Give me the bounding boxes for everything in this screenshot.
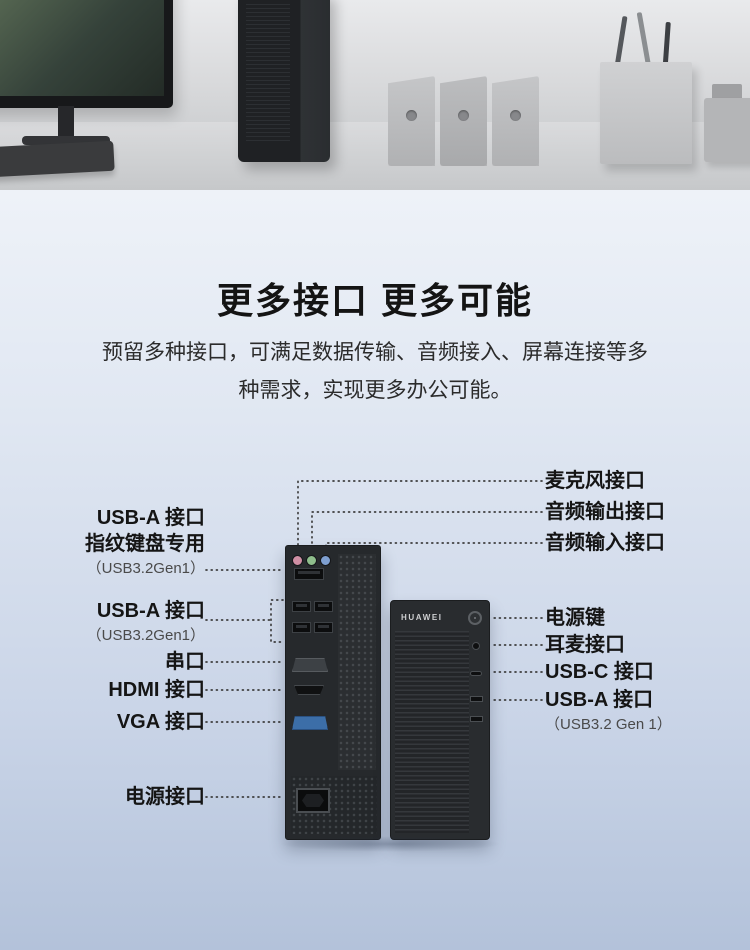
usb-tongue xyxy=(296,625,307,628)
desktop-tower-photo xyxy=(238,0,330,162)
tower-vents xyxy=(246,4,290,144)
rear-usb-port xyxy=(314,622,333,633)
usb-tongue xyxy=(318,625,329,628)
desk-accessory xyxy=(704,98,750,162)
pen-holder xyxy=(600,62,692,164)
rear-usb-port xyxy=(292,601,311,612)
front-usb-a-port xyxy=(470,716,483,722)
usb-tongue xyxy=(296,604,307,607)
usb-tongue xyxy=(298,571,320,574)
label-subline: （USB3.2 Gen 1） xyxy=(545,716,672,733)
label-subline: （USB3.2Gen1） xyxy=(86,560,205,577)
vga-port xyxy=(292,716,328,730)
hero-photo xyxy=(0,0,750,190)
rear-vent-grid xyxy=(338,554,376,770)
monitor-screen xyxy=(0,0,164,96)
label-front-usb-a: USB-A 接口 （USB3.2 Gen 1） xyxy=(545,687,672,737)
monitor xyxy=(0,0,173,108)
front-usb-a-port xyxy=(470,696,483,702)
section-description: 预留多种接口，可满足数据传输、音频接入、屏幕连接等多 种需求，实现更多办公可能。 xyxy=(75,334,675,410)
label-usb-c: USB-C 接口 xyxy=(545,661,654,683)
monitor-stand-base xyxy=(22,136,110,145)
label-line: USB-A 接口 xyxy=(545,689,654,711)
label-power-inlet: 电源接口 xyxy=(125,786,205,808)
tower-front-view: HUAWEI xyxy=(390,600,490,840)
mic-jack-icon xyxy=(292,555,303,566)
label-audio-in: 音频输入接口 xyxy=(545,532,665,554)
audio-in-jack-icon xyxy=(320,555,331,566)
description-line-1: 预留多种接口，可满足数据传输、音频接入、屏幕连接等多 xyxy=(102,341,648,364)
power-inlet xyxy=(296,788,330,813)
serial-port xyxy=(292,658,328,672)
desk-accessory xyxy=(712,84,742,100)
label-vga: VGA 接口 xyxy=(116,711,205,733)
file-binder xyxy=(388,76,435,166)
label-mic: 麦克风接口 xyxy=(545,470,645,492)
description-line-2: 种需求，实现更多办公可能。 xyxy=(238,379,512,402)
hdmi-port xyxy=(294,685,324,695)
label-fingerprint-usb: USB-A 接口 指纹键盘专用 （USB3.2Gen1） xyxy=(85,505,205,581)
tower-rear-view xyxy=(285,545,381,840)
section-title: 更多接口 更多可能 xyxy=(216,280,533,321)
rear-usb-port xyxy=(314,601,333,612)
tower-shadow xyxy=(278,836,502,852)
leader-bracket-rear-usb xyxy=(270,599,284,643)
label-hdmi: HDMI 接口 xyxy=(108,679,205,701)
label-line: USB-A 接口 xyxy=(96,600,205,622)
label-line: USB-A 接口 xyxy=(96,507,205,529)
brand-logo: HUAWEI xyxy=(401,613,443,622)
rear-usb-port xyxy=(292,622,311,633)
power-button-icon xyxy=(468,611,482,625)
label-serial: 串口 xyxy=(165,651,205,673)
label-rear-usb: USB-A 接口 （USB3.2Gen1） xyxy=(87,598,205,648)
headset-jack-icon xyxy=(472,642,480,650)
file-binder xyxy=(440,76,487,166)
monitor-stand-neck xyxy=(58,106,74,140)
fingerprint-usb-port xyxy=(294,568,324,580)
file-binder xyxy=(492,76,539,166)
leader-line-mic xyxy=(297,480,543,554)
ports-section: 更多接口 更多可能 预留多种接口，可满足数据传输、音频接入、屏幕连接等多 种需求… xyxy=(0,190,750,950)
usb-tongue xyxy=(318,604,329,607)
front-usb-c-port xyxy=(470,671,482,676)
front-grille xyxy=(395,631,469,833)
label-audio-out: 音频输出接口 xyxy=(545,501,665,523)
label-headset: 耳麦接口 xyxy=(545,634,625,656)
label-power-button: 电源键 xyxy=(545,607,605,629)
label-line: 指纹键盘专用 xyxy=(85,533,205,555)
audio-out-jack-icon xyxy=(306,555,317,566)
label-subline: （USB3.2Gen1） xyxy=(86,627,205,644)
